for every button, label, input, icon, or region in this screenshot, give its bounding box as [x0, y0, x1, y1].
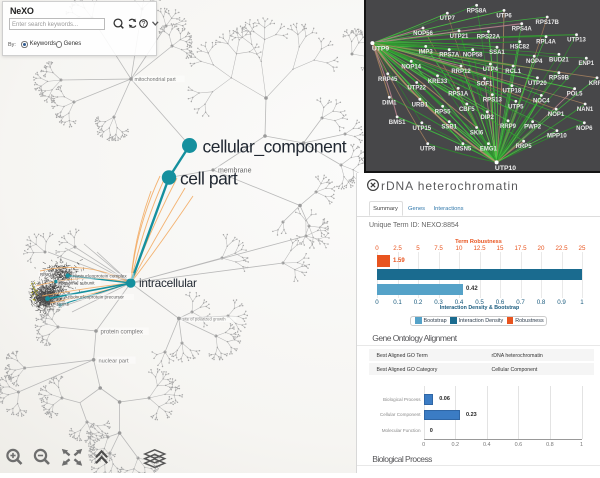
- svg-text:UTP20: UTP20: [528, 81, 547, 87]
- svg-text:intracellular: intracellular: [139, 276, 197, 290]
- svg-text:UTP18: UTP18: [503, 89, 522, 95]
- svg-text:NAN1: NAN1: [577, 107, 594, 113]
- svg-text:PWP2: PWP2: [524, 125, 542, 131]
- svg-text:nuclear part: nuclear part: [99, 358, 129, 364]
- svg-text:ribosomal subunit: ribosomal subunit: [59, 281, 96, 286]
- svg-text:UTP7: UTP7: [440, 16, 456, 22]
- svg-text:SSB1: SSB1: [441, 125, 457, 131]
- svg-text:NOP14: NOP14: [401, 64, 421, 70]
- svg-text:MPP10: MPP10: [547, 134, 567, 140]
- svg-text:SKI6: SKI6: [470, 131, 484, 137]
- svg-text:EMG1: EMG1: [480, 147, 498, 153]
- svg-text:MSN5: MSN5: [455, 147, 472, 153]
- svg-text:NOP4: NOP4: [57, 302, 70, 307]
- svg-text:UTP5: UTP5: [508, 104, 524, 110]
- svg-text:RPS9B: RPS9B: [549, 76, 570, 82]
- svg-text:HSC82: HSC82: [510, 45, 530, 51]
- svg-text:NOC4: NOC4: [533, 98, 550, 104]
- svg-text:RPS5: RPS5: [435, 109, 451, 115]
- svg-text:RPS22A: RPS22A: [477, 35, 501, 41]
- svg-text:NOP6: NOP6: [576, 126, 593, 132]
- svg-text:BUD21: BUD21: [549, 57, 569, 63]
- svg-text:NOP1: NOP1: [548, 112, 565, 118]
- svg-text:RCL1: RCL1: [505, 69, 521, 75]
- svg-text:RPS4A: RPS4A: [512, 27, 533, 33]
- svg-text:BMS1: BMS1: [389, 120, 406, 126]
- svg-text:NOP56: NOP56: [413, 31, 433, 37]
- svg-text:SSA1: SSA1: [489, 50, 505, 56]
- svg-text:RPS1A: RPS1A: [448, 91, 469, 97]
- svg-text:KRR1: KRR1: [589, 81, 600, 87]
- svg-text:cell part: cell part: [180, 169, 238, 189]
- svg-text:CBF5: CBF5: [459, 107, 475, 113]
- svg-text:UTP9: UTP9: [372, 45, 390, 52]
- svg-text:RRP12: RRP12: [451, 69, 471, 75]
- svg-text:RPS13: RPS13: [483, 98, 503, 104]
- svg-text:ribonucleoprotein complex: ribonucleoprotein complex: [73, 274, 127, 279]
- svg-text:UTP10: UTP10: [495, 165, 516, 172]
- svg-text:RRP9: RRP9: [500, 124, 517, 130]
- svg-text:mitochondrial part: mitochondrial part: [135, 77, 177, 83]
- svg-text:RRP5: RRP5: [516, 144, 533, 150]
- svg-text:ribonucleoprotein precursor: ribonucleoprotein precursor: [68, 295, 124, 300]
- svg-text:cellular_component: cellular_component: [203, 137, 347, 158]
- svg-text:SOF1: SOF1: [477, 82, 493, 88]
- svg-text:UTP6: UTP6: [496, 13, 512, 19]
- svg-text:?: ?: [142, 21, 146, 28]
- svg-text:RPS7A: RPS7A: [439, 53, 460, 59]
- svg-text:DIM1: DIM1: [382, 100, 397, 106]
- svg-text:ENP1: ENP1: [578, 61, 594, 67]
- svg-text:UTP4: UTP4: [483, 67, 499, 73]
- svg-text:UTP8: UTP8: [420, 147, 436, 153]
- svg-text:NOP58: NOP58: [463, 53, 483, 59]
- svg-text:UTP13: UTP13: [567, 38, 586, 44]
- svg-text:RRP45: RRP45: [378, 77, 398, 83]
- svg-text:IMP3: IMP3: [419, 49, 434, 55]
- svg-text:RPL4A: RPL4A: [536, 40, 556, 46]
- svg-text:UTP21: UTP21: [450, 34, 469, 40]
- svg-text:protein complex: protein complex: [101, 330, 143, 336]
- svg-text:membrane: membrane: [218, 168, 252, 175]
- svg-text:RPS17B: RPS17B: [536, 20, 560, 26]
- svg-text:DIP2: DIP2: [481, 115, 495, 121]
- svg-text:site of polarized growth: site of polarized growth: [183, 317, 227, 322]
- svg-text:RPS1A: RPS1A: [40, 272, 54, 277]
- svg-text:URB1: URB1: [412, 102, 429, 108]
- svg-text:UTP15: UTP15: [412, 126, 431, 132]
- svg-text:UTP22: UTP22: [407, 86, 426, 92]
- svg-text:KRE33: KRE33: [428, 79, 448, 85]
- svg-text:RPS8A: RPS8A: [467, 8, 488, 14]
- svg-text:POL5: POL5: [567, 92, 583, 98]
- svg-text:NOP4: NOP4: [526, 59, 543, 65]
